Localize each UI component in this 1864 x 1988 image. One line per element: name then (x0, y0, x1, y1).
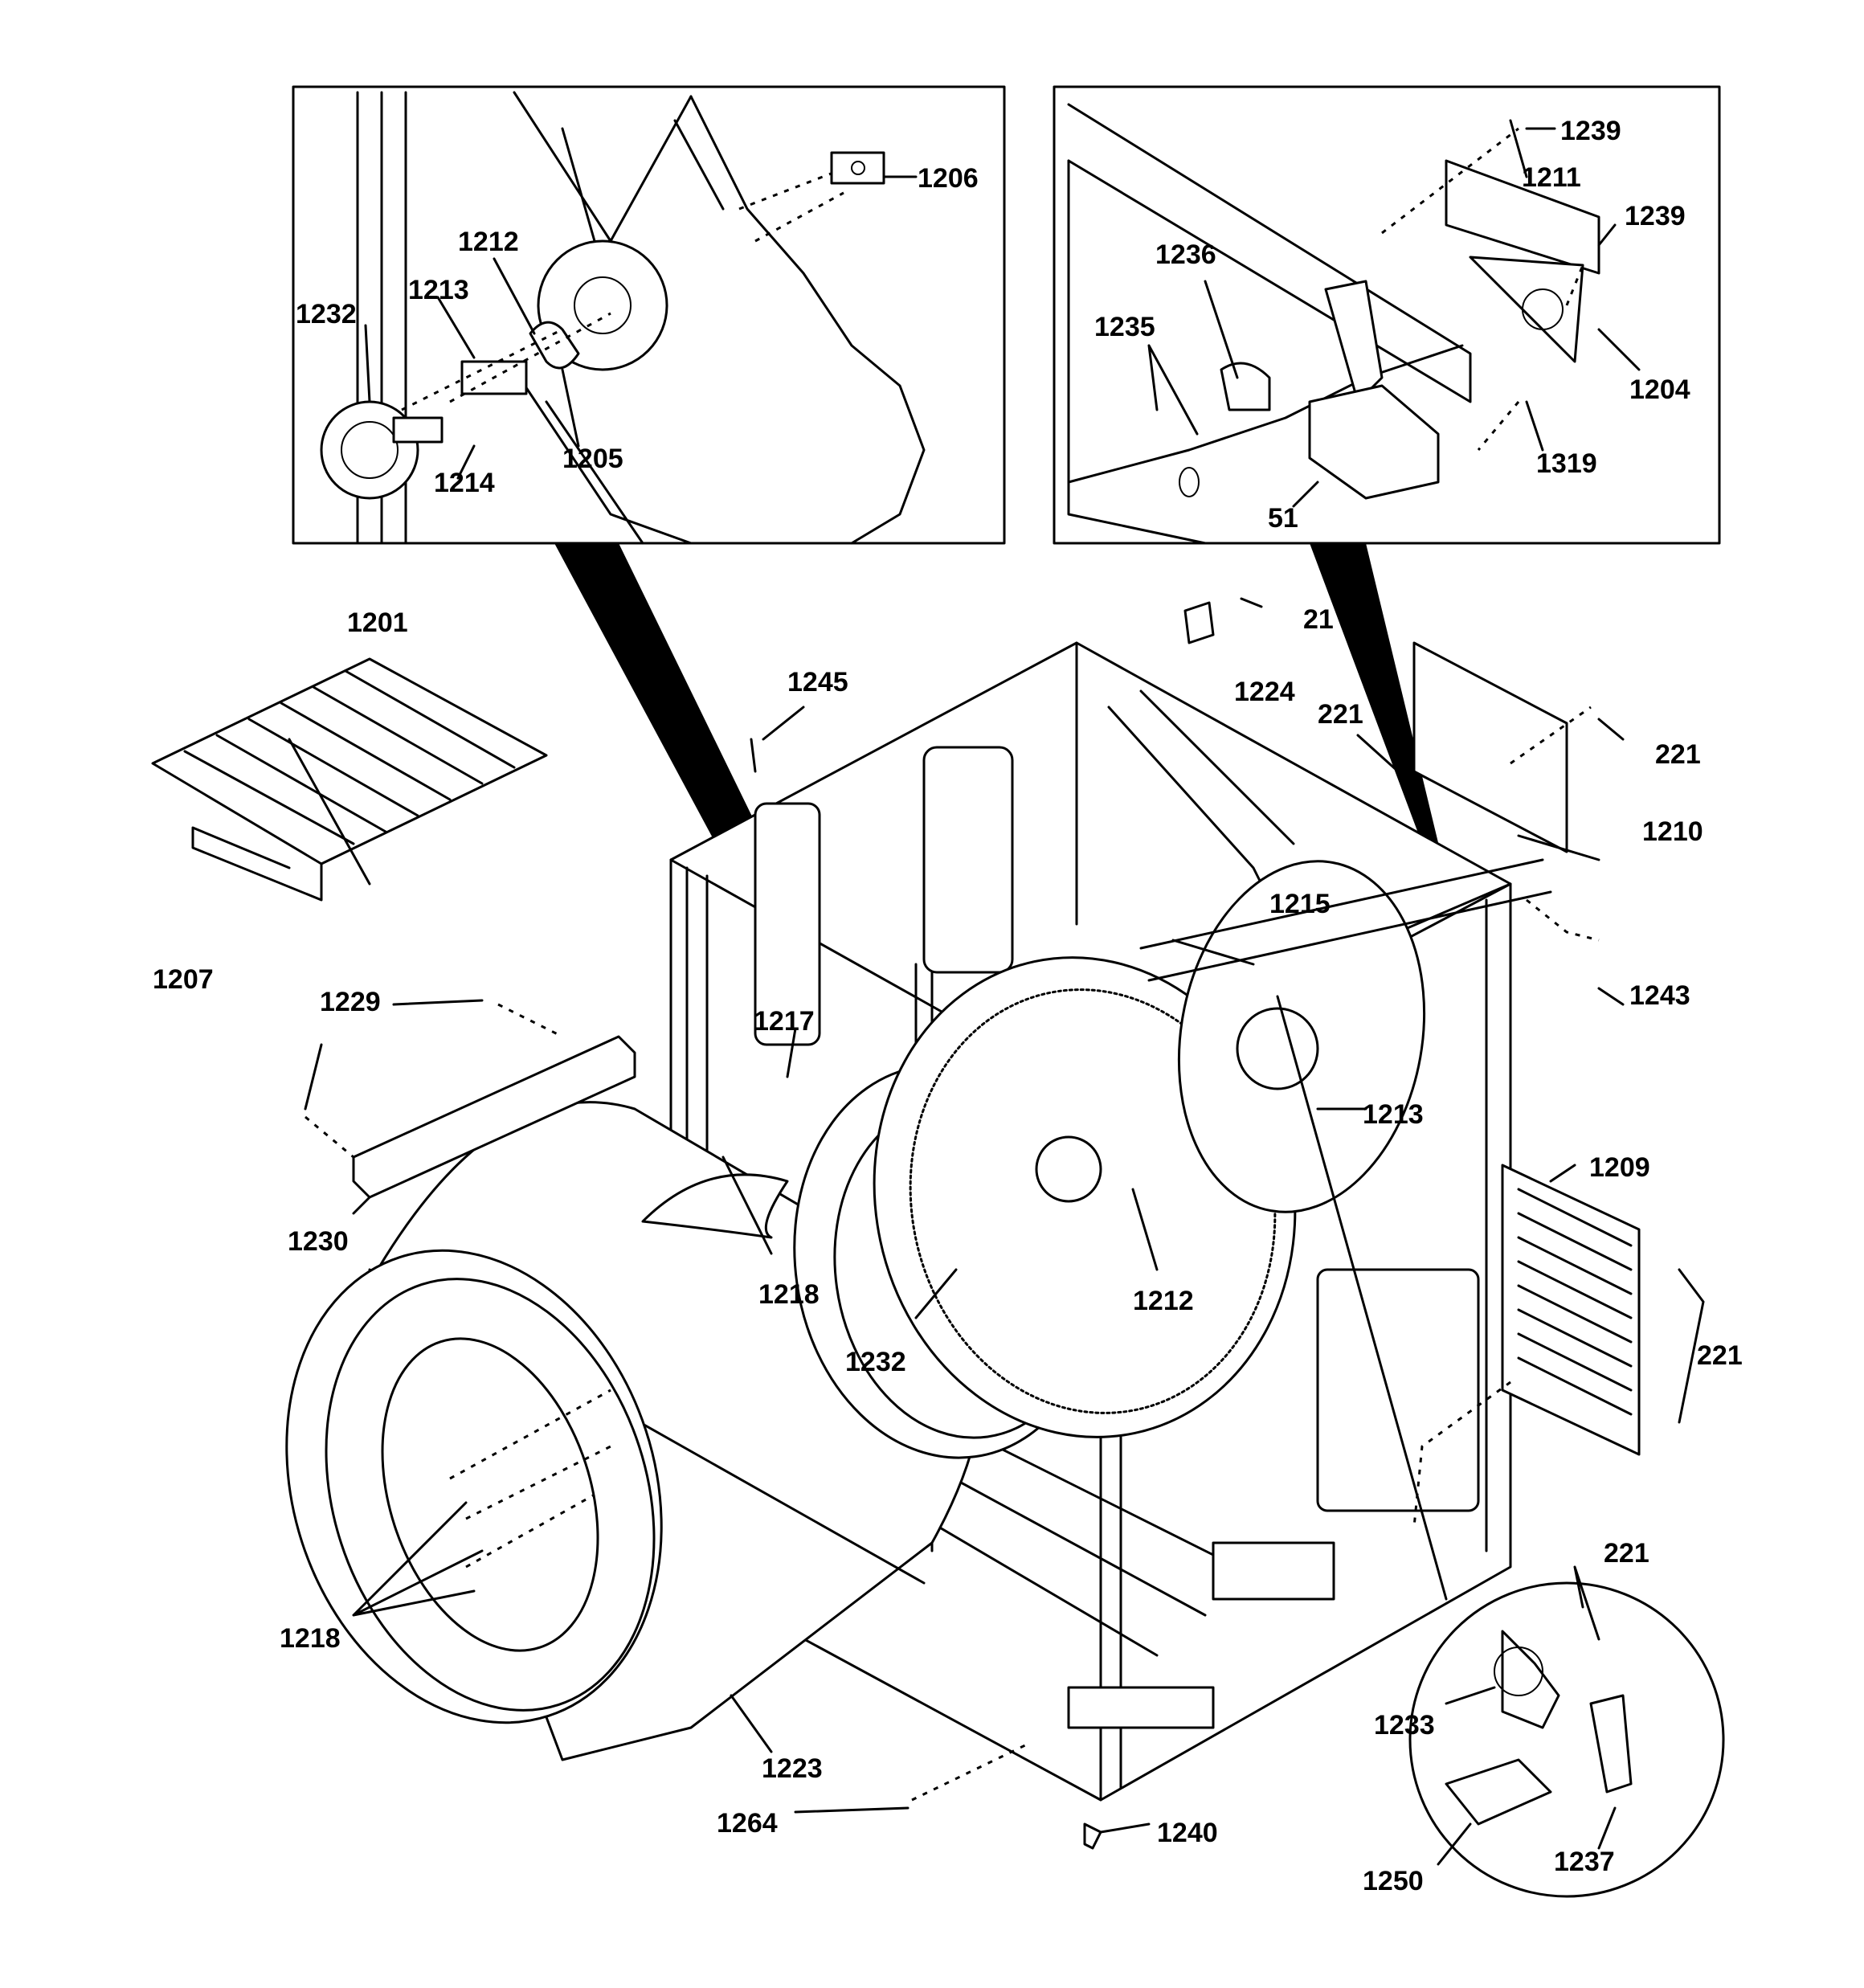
label-1218-lower: 1218 (280, 1623, 341, 1654)
label-1319: 1319 (1536, 448, 1597, 479)
label-1224: 1224 (1234, 677, 1295, 707)
inset-heater-detail (1053, 85, 1721, 545)
right-callout-beam (1310, 543, 1446, 876)
label-1232-main: 1232 (845, 1347, 906, 1377)
label-1212-inset: 1212 (458, 227, 519, 257)
label-1204: 1204 (1629, 374, 1690, 405)
label-1223: 1223 (762, 1753, 823, 1784)
label-1209: 1209 (1589, 1152, 1650, 1183)
part-labels: 1206 1212 1232 1213 1214 1205 1201 1239 … (153, 116, 1743, 1896)
thermostat-detail-circle (1276, 995, 1725, 1898)
label-1233: 1233 (1374, 1710, 1435, 1741)
label-1205: 1205 (562, 444, 623, 474)
label-1240: 1240 (1157, 1818, 1218, 1848)
label-1236: 1236 (1155, 239, 1216, 270)
label-1215: 1215 (1269, 889, 1331, 919)
label-221-upper: 221 (1318, 699, 1363, 730)
label-1218-upper: 1218 (758, 1279, 820, 1310)
label-1230: 1230 (288, 1226, 349, 1257)
inset-rear-bearing-detail (292, 85, 1006, 545)
label-221-right: 221 (1655, 739, 1701, 770)
label-1212-main: 1212 (1133, 1286, 1194, 1316)
label-1232-inset: 1232 (296, 299, 357, 329)
label-1229: 1229 (320, 987, 381, 1017)
label-1214: 1214 (434, 468, 495, 498)
label-1239-top: 1239 (1560, 116, 1621, 146)
label-221-grille: 221 (1697, 1340, 1743, 1371)
label-1243: 1243 (1629, 980, 1690, 1011)
rear-panels (1412, 641, 1641, 1528)
label-1245: 1245 (787, 667, 848, 697)
label-1213-main: 1213 (1363, 1099, 1424, 1130)
label-51: 51 (1268, 503, 1298, 534)
label-1239-right: 1239 (1625, 201, 1686, 231)
bulkheads (793, 858, 1552, 1459)
top-rail (305, 1003, 636, 1199)
label-21: 21 (1303, 604, 1334, 635)
fasteners-and-leaders (304, 597, 1705, 1866)
label-1201: 1201 (347, 607, 408, 638)
drying-rack (151, 657, 548, 902)
label-1264: 1264 (717, 1808, 778, 1839)
label-1250: 1250 (1363, 1866, 1424, 1896)
label-1237: 1237 (1554, 1847, 1615, 1877)
label-1217: 1217 (754, 1006, 815, 1037)
label-1235: 1235 (1094, 312, 1155, 342)
label-1207: 1207 (153, 964, 214, 995)
label-1206: 1206 (918, 163, 979, 194)
label-1211: 1211 (1522, 162, 1581, 193)
label-221-lower: 221 (1604, 1538, 1649, 1569)
label-1210: 1210 (1642, 816, 1703, 847)
label-1213-inset: 1213 (408, 275, 469, 305)
